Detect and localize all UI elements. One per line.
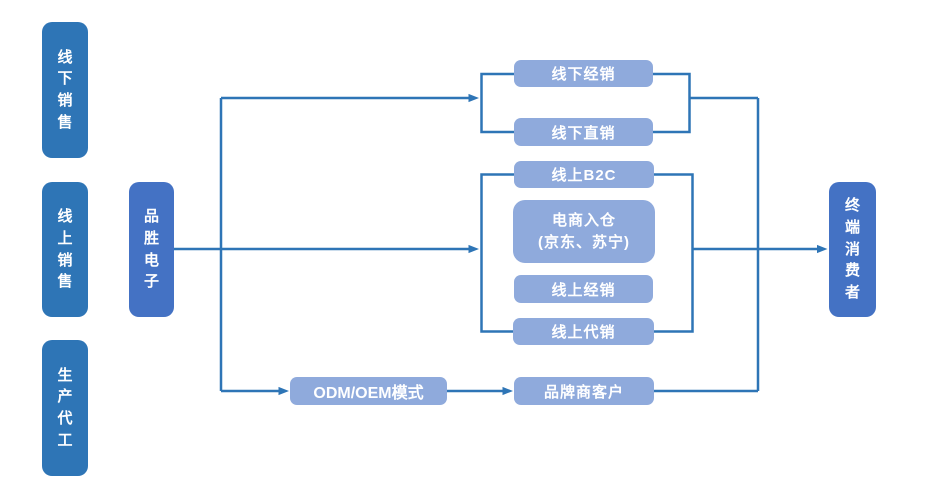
company-label: 品胜电子 — [143, 208, 159, 291]
channel-label: 线上代销 — [551, 324, 616, 341]
category-label: 线下销售 — [57, 48, 73, 131]
offline-bracket-right — [651, 72, 691, 134]
category-box-offline-sales: 线下销售 — [42, 22, 88, 158]
online-bracket-left — [480, 173, 516, 333]
channel-label: 线下直销 — [551, 124, 616, 142]
channel-node-online-consignment: 线上代销 — [513, 318, 654, 345]
oem-mode-label: ODM/OEM模式 — [313, 385, 424, 402]
consumer-label: 终端消费者 — [844, 197, 860, 302]
channel-node-ecommerce-warehouse: 电商入仓 (京东、苏宁) — [513, 200, 655, 263]
consumer-node: 终端消费者 — [829, 182, 876, 317]
channel-node-online-b2c: 线上B2C — [514, 161, 654, 188]
channel-label: 线上B2C — [551, 167, 617, 184]
channel-label: 线上经销 — [551, 281, 616, 299]
channel-node-offline-distribution: 线下经销 — [514, 60, 653, 87]
category-label: 生产代工 — [57, 366, 73, 449]
company-node: 品胜电子 — [129, 182, 174, 317]
category-box-online-sales: 线上销售 — [42, 182, 88, 317]
channel-label: 线下经销 — [551, 66, 616, 83]
brand-customer-node: 品牌商客户 — [514, 377, 654, 405]
offline-bracket-left — [480, 72, 516, 134]
oem-mode-node: ODM/OEM模式 — [290, 377, 447, 405]
category-label: 线上销售 — [57, 208, 73, 291]
category-box-oem-production: 生产代工 — [42, 340, 88, 476]
channel-node-offline-direct: 线下直销 — [514, 118, 653, 146]
channel-node-online-distribution: 线上经销 — [514, 275, 653, 303]
online-bracket-right — [651, 173, 694, 333]
channel-label: 电商入仓 (京东、苏宁) — [538, 211, 630, 251]
brand-customer-label: 品牌商客户 — [543, 383, 624, 401]
